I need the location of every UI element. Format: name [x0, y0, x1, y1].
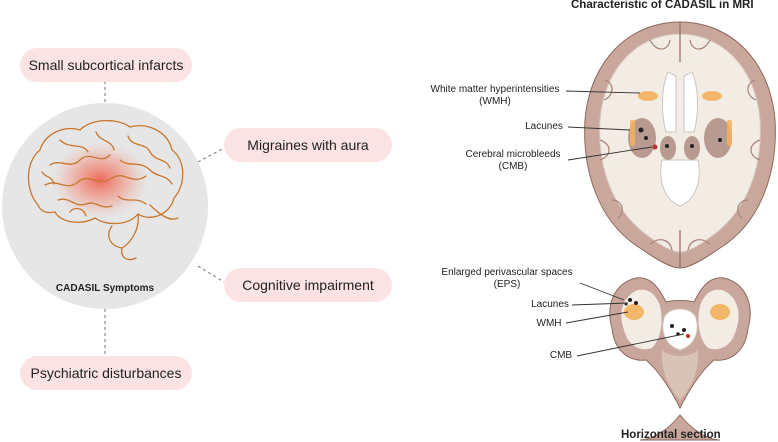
brain-outline-icon — [27, 119, 184, 261]
label-cmb-upper: Cerebral microbleeds (CMB) — [465, 149, 561, 172]
symptom-small-subcortical-infarcts: Small subcortical infarcts — [20, 48, 192, 82]
label-lacunes-lower: Lacunes — [531, 299, 569, 310]
horizontal-section-title: Horizontal section — [621, 429, 721, 441]
label-wmh-lower: WMH — [536, 318, 562, 329]
symptom-migraines-with-aura: Migraines with aura — [224, 128, 392, 162]
symptom-psychiatric-disturbances: Psychiatric disturbances — [20, 356, 192, 390]
mri-upper-section — [584, 21, 776, 269]
label-cmb-lower: CMB — [549, 350, 573, 361]
mri-title: Characteristic of CADASIL in MRI — [571, 0, 754, 11]
symptom-cognitive-impairment: Cognitive impairment — [224, 268, 392, 302]
brain-glow — [52, 142, 148, 218]
label-lacunes-upper: Lacunes — [525, 121, 563, 132]
cadasil-symptoms-label: CADASIL Symptoms — [55, 283, 155, 294]
label-eps: Enlarged perivascular spaces (EPS) — [441, 267, 573, 290]
label-wmh: White matter hyperintensities (WMH) — [430, 84, 560, 107]
mri-lower-section — [609, 277, 751, 441]
